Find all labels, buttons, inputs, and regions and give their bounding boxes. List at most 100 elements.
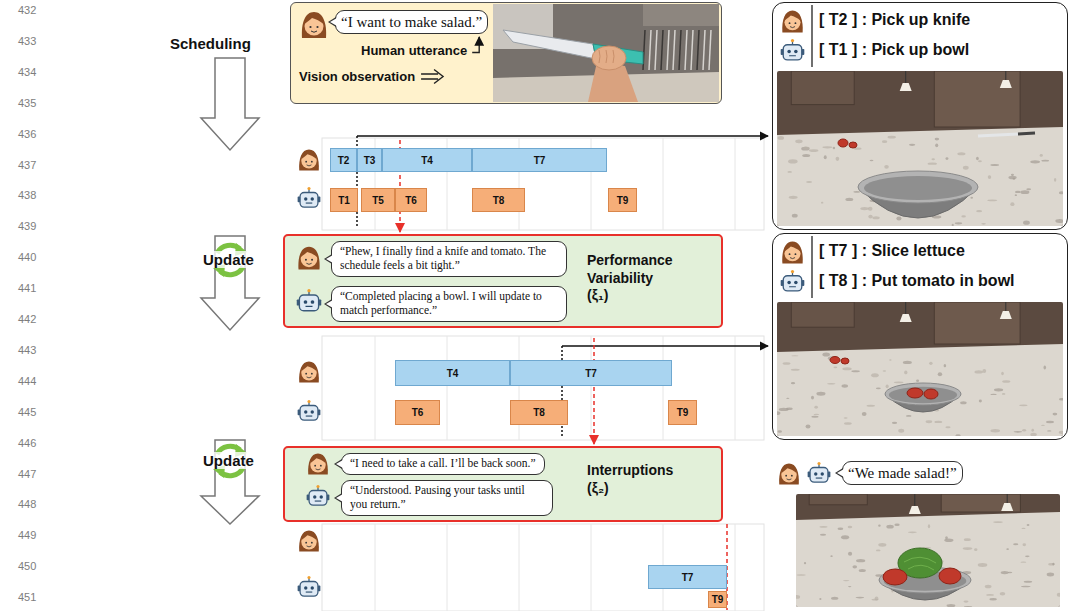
scene-speckle xyxy=(783,362,791,364)
row-divider xyxy=(811,236,812,298)
scene-lamp xyxy=(900,314,912,322)
scene-speckle xyxy=(819,598,821,600)
scene-speckle xyxy=(852,565,857,568)
tomato xyxy=(838,139,848,147)
scene-speckle xyxy=(1030,433,1036,436)
scene-counter xyxy=(777,127,1063,226)
scene-speckle xyxy=(952,224,954,226)
robot-icon xyxy=(298,400,321,420)
scene-speckle xyxy=(856,597,865,599)
scene-speckle xyxy=(797,574,806,575)
scene-speckle xyxy=(848,552,852,556)
scene-lamp-cord xyxy=(905,71,906,83)
scene-wall xyxy=(777,71,1063,226)
gantt-chart xyxy=(322,524,764,611)
scene-speckle xyxy=(1053,413,1058,416)
speech-bubble: “Phew, I finally find a knife and tomato… xyxy=(331,241,567,277)
scene-lamp xyxy=(909,506,921,514)
snapshot-panel: [ T7 ] : Slice lettuce [ T8 ] : Put tomat… xyxy=(772,233,1068,440)
scene-speckle xyxy=(989,598,996,600)
scene-speckle xyxy=(779,408,789,411)
gantt-grid-line xyxy=(663,138,664,230)
knife-blade xyxy=(503,30,596,59)
scene-speckle xyxy=(982,369,986,373)
speech-bubble: “I need to take a call. I’ll be back soo… xyxy=(341,453,545,475)
scene-speckle xyxy=(964,606,972,607)
human-icon xyxy=(298,247,319,270)
task-row: [ T7 ] : Slice lettuce xyxy=(819,242,965,260)
scene-cabinet xyxy=(809,494,867,505)
robot-task-bar: T9 xyxy=(608,188,637,212)
scene-speckle xyxy=(1000,592,1006,596)
scene-speckle xyxy=(986,594,994,596)
photo-cabinet xyxy=(643,4,719,26)
speech-text: “We made salad!” xyxy=(848,464,957,482)
scene-speckle xyxy=(889,359,891,360)
gantt-grid-line xyxy=(519,524,520,611)
gantt-grid-line xyxy=(447,336,448,440)
task-row: [ T8 ] : Put tomato in bowl xyxy=(819,272,1015,290)
scene-lamp-cord xyxy=(905,302,906,314)
scene-speckle xyxy=(862,412,867,416)
scene-speckle xyxy=(827,383,835,385)
scene-speckle xyxy=(882,140,887,143)
scene-speckle xyxy=(796,595,800,599)
scene-cabinet xyxy=(934,302,1020,344)
scene-speckle xyxy=(843,580,849,581)
scene-speckle xyxy=(872,216,879,219)
scene-speckle xyxy=(957,152,965,155)
robot-task-bar: T8 xyxy=(472,188,525,212)
scene-speckle xyxy=(979,400,982,403)
photo-hand xyxy=(592,46,626,70)
scene-lamp-cord xyxy=(1005,302,1006,311)
scene-speckle xyxy=(1059,191,1063,194)
line-number: 435 xyxy=(18,97,36,109)
scene-speckle xyxy=(1031,429,1034,432)
scene-lamp xyxy=(1000,311,1012,319)
photo-dish-rack xyxy=(655,30,657,70)
scene-speckle xyxy=(816,392,825,396)
line-number: 439 xyxy=(18,220,36,232)
scene-cabinet xyxy=(791,71,854,105)
scene-speckle xyxy=(944,364,947,367)
photo-dish-rack xyxy=(697,30,699,70)
gantt-chart xyxy=(322,138,764,230)
scene-speckle xyxy=(845,198,853,201)
robot-task-bar: T1 xyxy=(330,188,358,212)
kitchen-scene xyxy=(777,71,1063,226)
scene-speckle xyxy=(806,181,812,183)
robot-icon xyxy=(781,270,805,291)
tomato xyxy=(939,568,961,584)
scene-speckle xyxy=(868,215,872,219)
scene-speckle xyxy=(878,543,886,547)
scene-speckle xyxy=(976,210,982,212)
scene-speckle xyxy=(1015,194,1017,196)
scene-lamp-cord xyxy=(914,494,915,506)
gantt-grid-line xyxy=(735,336,736,440)
gantt-frame xyxy=(322,336,764,440)
snapshot-leader xyxy=(562,345,768,346)
scene-speckle xyxy=(1024,581,1032,583)
scene-cabinet xyxy=(791,302,854,327)
scene-speckle xyxy=(929,362,932,365)
scene-speckle xyxy=(878,525,881,527)
photo-dish-rack xyxy=(709,30,711,70)
box-illustration xyxy=(773,234,1067,439)
scene-speckle xyxy=(955,434,960,436)
scene-speckle xyxy=(892,422,897,424)
line-number: 446 xyxy=(18,437,36,449)
scene-speckle xyxy=(860,207,869,210)
scene-speckle xyxy=(844,417,848,418)
scene-speckle xyxy=(1043,365,1046,369)
scene-speckle xyxy=(838,528,844,530)
bowl-inside xyxy=(864,176,972,200)
scene-speckle xyxy=(916,380,919,382)
update-marker xyxy=(593,338,595,444)
scene-speckle xyxy=(811,416,818,418)
task-id: T3 xyxy=(364,155,376,166)
human-task-bar: T7 xyxy=(648,565,727,589)
scene-speckle xyxy=(1041,160,1049,162)
robot-task-bar: T8 xyxy=(510,400,568,425)
photo-dish-rack xyxy=(691,30,693,70)
task-id: T4 xyxy=(421,155,433,166)
